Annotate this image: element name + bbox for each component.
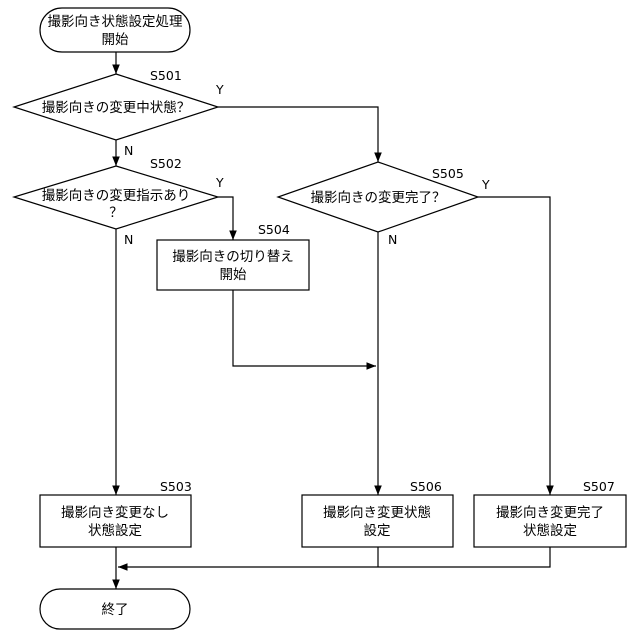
s503-label-line-2: 状態設定 — [88, 523, 142, 539]
s502-step-label: S502 — [150, 156, 182, 171]
end-terminal: 終了 — [40, 589, 190, 629]
s507-label-line-2: 状態設定 — [523, 523, 577, 539]
s502-label-line-1: 撮影向きの変更指示あり — [42, 187, 191, 204]
s505-step-label: S505 — [432, 166, 464, 181]
start-terminal: 撮影向き状態設定処理 開始 — [40, 8, 190, 52]
s502-no-label: N — [124, 232, 133, 247]
end-label: 終了 — [102, 602, 129, 618]
s502-yes-label: Y — [215, 175, 224, 190]
s506-label-line-1: 撮影向き変更状態 — [323, 504, 431, 521]
s504-label-line-2: 開始 — [220, 267, 247, 283]
s506-step-label: S506 — [410, 479, 442, 494]
decision-s505: 撮影向きの変更完了？ S505 Y N — [278, 162, 490, 247]
start-label-line-1: 撮影向き状態設定処理 — [48, 13, 183, 30]
decision-s501: 撮影向きの変更中状態？ S501 Y N — [14, 68, 224, 158]
connector-s501-yes-to-s505 — [218, 107, 378, 162]
s501-label: 撮影向きの変更中状態？ — [42, 99, 191, 116]
s501-step-label: S501 — [150, 68, 182, 83]
start-label-line-2: 開始 — [102, 32, 129, 48]
s504-step-label: S504 — [258, 222, 290, 237]
s501-no-label: N — [124, 143, 133, 158]
s507-label-line-1: 撮影向き変更完了 — [496, 504, 604, 521]
s503-step-label: S503 — [160, 479, 192, 494]
connector-s505-yes-to-s507 — [478, 197, 550, 495]
connector-s502-yes-to-s504 — [218, 197, 233, 240]
connector-s504-to-merge — [233, 290, 376, 366]
s507-step-label: S507 — [583, 479, 615, 494]
decision-s502: 撮影向きの変更指示あり ？ S502 Y N — [14, 156, 224, 247]
s504-label-line-1: 撮影向きの切り替え — [172, 248, 294, 265]
s505-label: 撮影向きの変更完了？ — [311, 189, 446, 206]
s506-label-line-2: 設定 — [364, 523, 391, 539]
s505-yes-label: Y — [481, 177, 490, 192]
s505-no-label: N — [388, 232, 397, 247]
s503-label-line-1: 撮影向き変更なし — [61, 504, 169, 521]
s501-yes-label: Y — [215, 82, 224, 97]
connector-s507-to-join — [118, 547, 550, 567]
s502-label-line-2: ？ — [109, 205, 123, 221]
